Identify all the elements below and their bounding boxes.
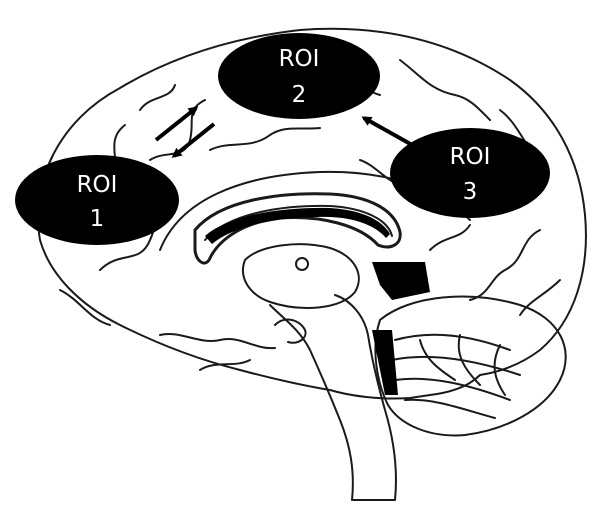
roi-3-label-line1: ROI (450, 144, 491, 170)
roi-1-label-line2: 1 (90, 206, 105, 232)
gyrus-line (520, 280, 560, 315)
gyrus-line (210, 128, 320, 150)
roi-2-label-line2: 2 (292, 82, 307, 108)
posterior-commissure (372, 262, 430, 300)
roi-2-label-line1: ROI (279, 46, 320, 72)
gyrus-line (400, 60, 490, 120)
roi-1-label-line1: ROI (77, 172, 118, 198)
arrow-roi3-to-roi2 (364, 118, 414, 146)
gyrus-line (160, 334, 275, 348)
arrow-roi2-to-roi1 (174, 124, 214, 156)
gyrus-line (430, 225, 470, 250)
cerebellum-folia (392, 335, 520, 418)
roi-region: ROI 2 (218, 33, 380, 119)
interthalamic-adhesion (296, 258, 308, 270)
gyrus-line (140, 85, 175, 110)
roi-3-label-line2: 3 (463, 179, 478, 205)
roi-region: ROI 3 (390, 128, 550, 218)
gyrus-line (470, 230, 540, 300)
corpus-callosum-band (205, 208, 390, 244)
roi-region: ROI 1 (15, 155, 179, 245)
cerebellum (375, 297, 565, 436)
gyrus-line (60, 290, 110, 325)
